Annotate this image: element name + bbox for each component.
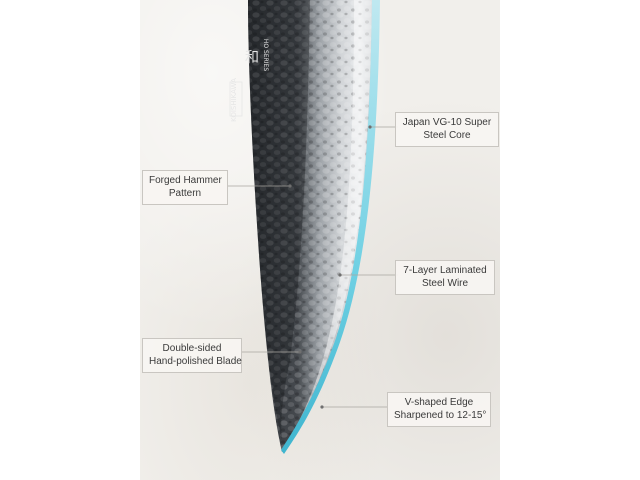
maker-text: KOISHIKAWA [230, 78, 238, 122]
callout-hammer-line2: Pattern [168, 187, 202, 199]
edge-highlight [281, 0, 380, 454]
marker-core [368, 125, 372, 129]
product-image: KOISHIKAWA 和 HO SERIES Japan VG-10 Super… [140, 0, 500, 480]
marker-polish [298, 350, 302, 354]
polished-bevel [286, 0, 372, 446]
callout-polish-line1: Double-sided [162, 343, 222, 354]
maker-stamp [229, 81, 243, 117]
marker-edge [320, 405, 324, 409]
callout-edge-line2: Sharpened to 12-15° [394, 409, 487, 421]
callout-edge-line1: V-shaped Edge [404, 397, 474, 408]
callout-edge: V-shaped Edge Sharpened to 12-15° [387, 392, 491, 427]
callout-polish-line2: Hand-polished Blade [149, 355, 242, 367]
callout-steel-core-line2: Steel Core [423, 129, 471, 141]
callout-laminated-wire: 7-Layer Laminated Steel Wire [395, 260, 495, 295]
callout-hammer-line1: Forged Hammer [149, 175, 222, 186]
knife-blade-illustration: KOISHIKAWA 和 HO SERIES [228, 0, 398, 454]
callout-hammer-pattern: Forged Hammer Pattern [142, 170, 228, 205]
series-text: HO SERIES [262, 39, 269, 71]
marker-laminate [338, 273, 342, 277]
callout-steel-core-line1: Japan VG-10 Super [402, 117, 492, 128]
callout-laminate-line2: Steel Wire [421, 277, 469, 289]
marker-hammer [288, 184, 292, 188]
callout-steel-core: Japan VG-10 Super Steel Core [395, 112, 499, 147]
dark-pattern-zone [248, 0, 310, 440]
brand-stamp: 和 [245, 50, 259, 66]
callout-laminate-line1: 7-Layer Laminated [403, 265, 487, 276]
callout-polished-blade: Double-sided Hand-polished Blade [142, 338, 242, 373]
